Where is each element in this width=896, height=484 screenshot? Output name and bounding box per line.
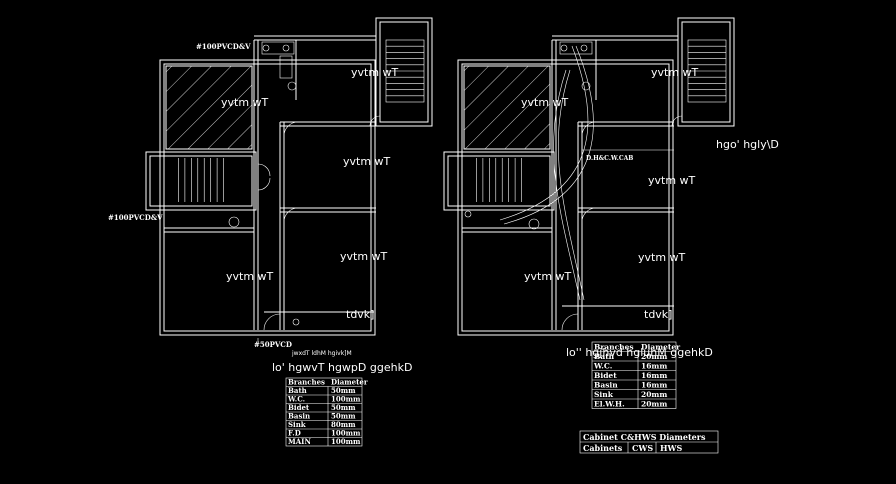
room-label: yvtm wT (340, 250, 388, 263)
room-label: yvtm wT (648, 174, 696, 187)
table-cell: 16mm (641, 362, 667, 371)
stair-tower (375, 17, 433, 127)
table-cell: 100mm (331, 395, 361, 404)
pipe-tags-left: #100PVCD&V #100PVCD&V #50PVCD jwxdT ldhM… (108, 42, 412, 374)
room-label: yvtm wT (351, 66, 399, 79)
table-cell: Bath (594, 352, 615, 361)
table-cell: 50mm (331, 386, 356, 395)
internal-stair (145, 151, 257, 211)
lightwell-hatch (463, 65, 551, 150)
table-cell: Bath (288, 386, 307, 395)
outer-walls (457, 59, 674, 336)
table-cell: W.C. (287, 395, 305, 404)
internal-walls (462, 35, 678, 330)
stair-tower (677, 17, 735, 127)
table-header-cell: CWS (632, 443, 653, 453)
table-cell: W.C. (593, 362, 612, 371)
table-cell: 16mm (641, 371, 667, 380)
room-label: yvtm wT (226, 270, 274, 283)
table-cell: Branches (594, 343, 634, 352)
cabinet-tag: D.H&C.W.CAB (586, 155, 633, 162)
room-label: yvtm wT (221, 96, 269, 109)
internal-stair (443, 151, 555, 211)
table-cell: MAIN (288, 437, 311, 446)
side-label: hgo' hgly\D (716, 138, 779, 151)
table-cell: 16mm (641, 381, 667, 390)
plan-caption: lo'' hgjhvd hgluhM ggehkD (566, 346, 713, 359)
table-frame (591, 341, 677, 409)
pipe-tag: #100PVCD&V (108, 213, 163, 222)
table-header-cell: HWS (660, 443, 683, 453)
room-label: yvtm wT (343, 155, 391, 168)
table-cell: Bidet (288, 403, 310, 412)
table-cell: F.D (288, 429, 301, 438)
supply-pipes (499, 45, 594, 301)
table-cell: 100mm (331, 437, 361, 446)
table-cell: Diameter (641, 343, 681, 352)
doors (561, 115, 683, 331)
table-cell: Bidet (594, 371, 617, 380)
room-label: yvtm wT (521, 96, 569, 109)
plan-caption: lo' hgwvT hgwpD ggehkD (272, 361, 412, 374)
table-cell: 20mm (641, 390, 667, 399)
table-cell: Branches (288, 378, 325, 387)
table-cell: El.W.H. (594, 400, 625, 409)
room-label: yvtm wT (524, 270, 572, 283)
kitchen-label: tdvk] (644, 308, 672, 321)
sanitary-fixtures (228, 41, 300, 326)
table-cell: 80mm (331, 420, 356, 429)
table-header-cell: Cabinets (583, 443, 623, 453)
doors (257, 115, 381, 331)
table-cell: 50mm (331, 412, 356, 421)
table-cell: 100mm (331, 429, 361, 438)
table-cell: Sink (594, 390, 614, 399)
table-cell: Diameter (331, 378, 368, 387)
table-title: Cabinet C&HWS Diameters (583, 432, 706, 442)
table-cell: Basin (594, 381, 618, 390)
kitchen-label: tdvk] (346, 308, 374, 321)
pipe-tag: #100PVCD&V (196, 42, 251, 51)
floor-plan-right: yvtm wT yvtm wT yvtm wT yvtm wT yvtm wT … (443, 17, 779, 454)
table-cell: Sink (288, 420, 306, 429)
outer-walls (159, 59, 376, 336)
room-label: yvtm wT (651, 66, 699, 79)
table-cell: 20mm (641, 400, 667, 409)
room-label: yvtm wT (638, 251, 686, 264)
table-cell: 50mm (331, 403, 356, 412)
lightwell-hatch (165, 65, 253, 150)
table-cell: Basin (288, 412, 310, 421)
floor-plan-left: yvtm wT yvtm wT yvtm wT yvtm wT yvtm wT … (108, 17, 433, 447)
note-text: jwxdT ldhM hgivk]M (291, 350, 352, 357)
pipe-tag: #50PVCD (254, 340, 292, 349)
room-labels-left: yvtm wT yvtm wT yvtm wT yvtm wT yvtm wT … (221, 66, 399, 321)
table-cell: 20mm (641, 352, 667, 361)
sanitary-fixtures (464, 41, 593, 230)
